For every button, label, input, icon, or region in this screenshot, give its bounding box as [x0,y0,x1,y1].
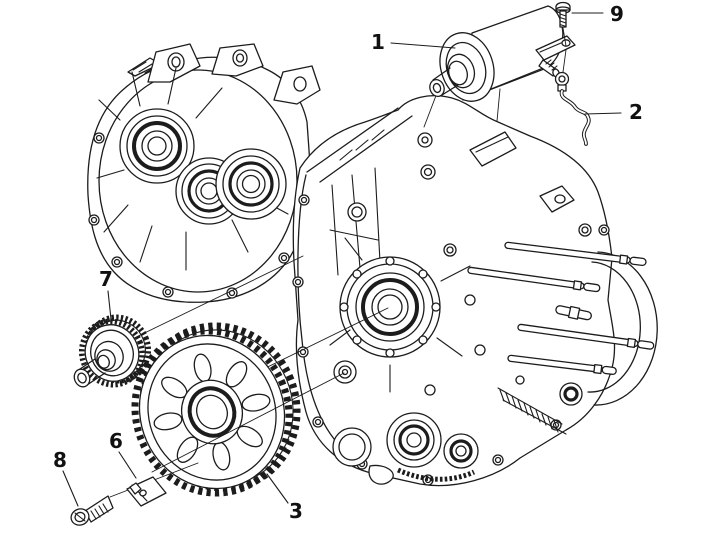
pinion-axis-line [127,255,304,342]
callout-3-ring-gear: 3 [289,499,303,523]
callout-7-pinion-gear: 7 [99,267,113,291]
cooling-fins [497,387,567,435]
callout-leader-lines [62,12,622,507]
flanged-bolt [70,495,114,526]
callout-2-starter-cable: 2 [629,100,643,124]
main-bearing-bore [339,256,441,358]
ring-gear [131,322,345,497]
callout-6-retaining-clip: 6 [109,429,123,453]
callout-8-flanged-bolt: 8 [53,448,67,472]
pinion-gear [73,314,152,388]
left-crankcase-half [87,43,321,303]
right-crankcase-half [292,95,658,487]
starter-cable [554,71,591,146]
starter-motor [423,5,576,128]
bearing-bosses [119,108,287,225]
callout-1-starter-motor: 1 [371,30,385,54]
callout-9-mounting-screw: 9 [610,2,624,26]
retaining-clip [126,476,167,507]
bottom-bosses [332,412,479,485]
crankcase-studs [467,241,655,376]
mounting-screw [555,1,571,73]
